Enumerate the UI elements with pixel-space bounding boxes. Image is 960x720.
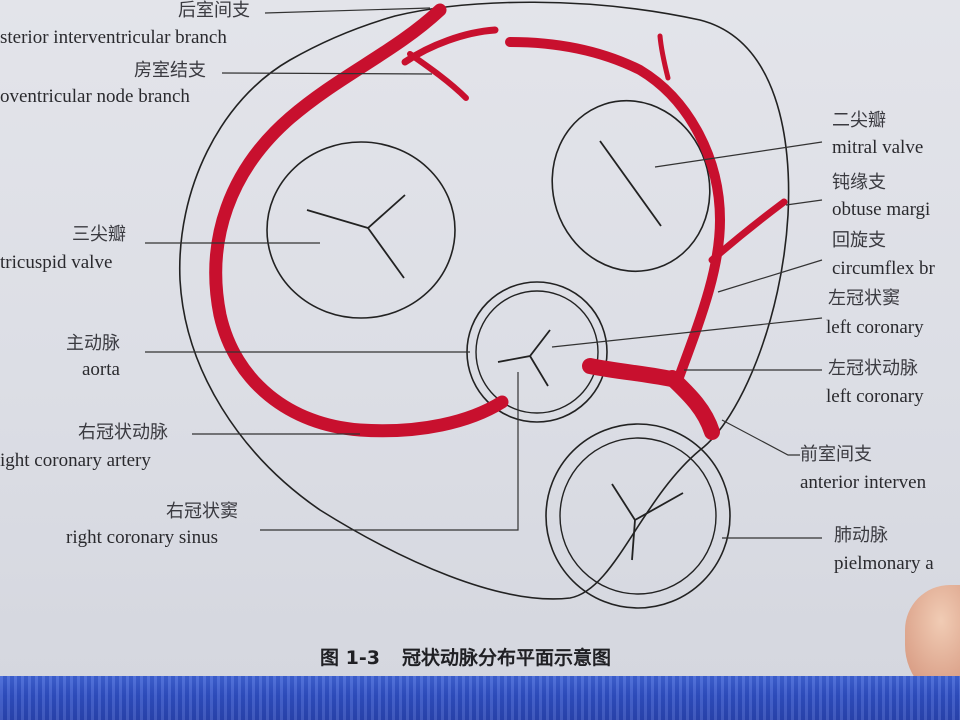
leader-circumflex <box>717 259 823 293</box>
tricuspid-valve-ring <box>266 141 456 319</box>
obtuse-marginal-branch <box>708 198 788 264</box>
label-circumflex-en: circumflex br <box>832 258 935 279</box>
leader-left-sinus <box>551 317 823 348</box>
label-right-artery-en: ight coronary artery <box>0 450 151 471</box>
circumflex-small-branch <box>657 33 671 81</box>
label-left-artery-zh: 左冠状动脉 <box>828 358 918 379</box>
figure-title: 冠状动脉分布平面示意图 <box>401 647 611 669</box>
circumflex-branch <box>505 37 725 385</box>
leader-right-sinus <box>260 372 519 531</box>
label-posterior-interventricular-zh: 后室间支 <box>178 0 250 21</box>
leader-av-node <box>221 72 433 75</box>
anterior-interventricular-branch <box>664 370 720 440</box>
pulmonary-valve-leaflets <box>611 483 684 561</box>
coronary-diagram <box>145 1 823 609</box>
leader-obtuse <box>785 199 823 206</box>
label-right-sinus-zh: 右冠状窦 <box>166 501 238 522</box>
label-right-sinus-en: right coronary sinus <box>66 527 218 548</box>
label-anterior-interventricular-zh: 前室间支 <box>800 444 872 465</box>
figure-page: 后室间支 sterior interventricular branch 房室结… <box>0 0 960 705</box>
mitral-valve-ring <box>551 99 711 273</box>
leader-post-interventricular <box>264 7 431 14</box>
tricuspid-valve-leaflets <box>306 194 406 279</box>
aortic-valve-leaflets <box>497 329 551 387</box>
label-av-node-zh: 房室结支 <box>134 60 206 81</box>
label-aorta-en: aorta <box>82 359 120 380</box>
pulmonary-outer-ring <box>545 423 731 609</box>
label-tricuspid-en: tricuspid valve <box>0 252 113 273</box>
aorta-inner-ring <box>475 290 599 414</box>
leader-lines <box>145 7 823 539</box>
figure-caption: 图 1-3 冠状动脉分布平面示意图 <box>320 643 611 670</box>
aorta-outer-ring <box>466 281 608 423</box>
label-obtuse-zh: 钝缘支 <box>832 172 886 193</box>
label-right-artery-zh: 右冠状动脉 <box>78 422 168 443</box>
left-coronary-artery <box>582 358 684 388</box>
figure-number: 图 1-3 <box>320 647 380 669</box>
label-aorta-zh: 主动脉 <box>66 333 120 354</box>
label-obtuse-en: obtuse margi <box>832 199 931 220</box>
label-left-sinus-zh: 左冠状窦 <box>828 288 900 309</box>
heart-outline <box>178 1 790 600</box>
label-av-node-en: oventricular node branch <box>0 86 190 107</box>
label-posterior-interventricular-en: sterior interventricular branch <box>0 27 227 48</box>
label-circumflex-zh: 回旋支 <box>832 230 886 251</box>
label-mitral-zh: 二尖瓣 <box>832 110 886 131</box>
label-anterior-interventricular-en: anterior interven <box>800 472 927 493</box>
coronary-arteries <box>209 3 788 440</box>
label-pulmonary-zh: 肺动脉 <box>834 525 888 546</box>
leader-mitral <box>654 141 823 168</box>
pulmonary-inner-ring <box>559 437 717 595</box>
label-pulmonary-en: pielmonary a <box>834 553 934 574</box>
label-mitral-en: mitral valve <box>832 137 924 158</box>
label-tricuspid-zh: 三尖瓣 <box>72 224 126 245</box>
footer-bar <box>0 676 960 720</box>
av-node-branch <box>407 51 469 101</box>
leader-anterior-interventricular <box>721 419 800 456</box>
mitral-valve-leaflet <box>599 140 662 227</box>
label-left-artery-en: left coronary <box>826 386 924 407</box>
right-coronary-artery <box>209 3 509 438</box>
label-left-sinus-en: left coronary <box>826 317 924 338</box>
